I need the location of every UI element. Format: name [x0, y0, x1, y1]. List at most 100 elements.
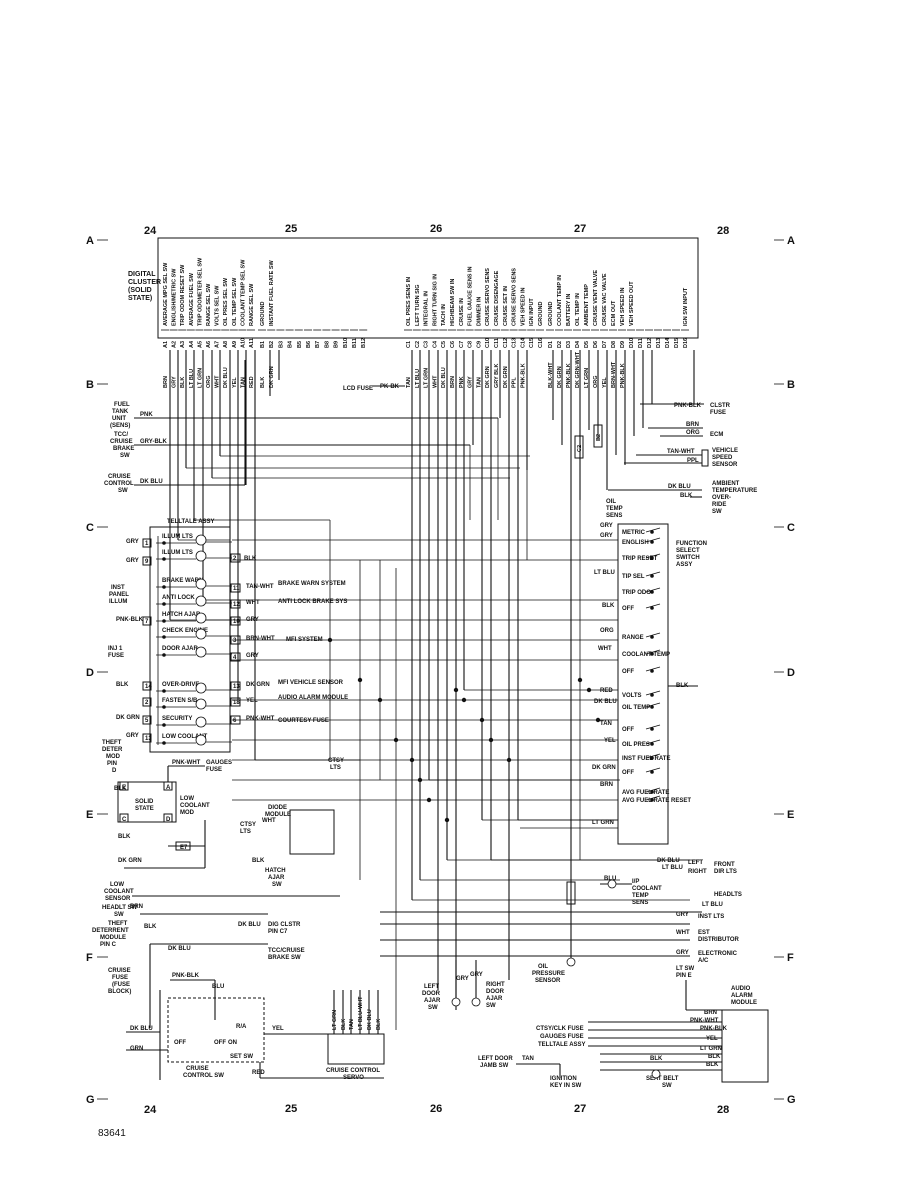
function-switch-item: OIL PRES — [622, 742, 650, 748]
telltale-wire-color: WHT — [246, 600, 260, 606]
sensor-symbol — [566, 957, 576, 967]
cluster-wire-color: DK GRN — [503, 366, 509, 388]
cluster-pin-label: D11 — [638, 338, 644, 348]
cluster-pin-label: A8 — [223, 341, 229, 348]
ss-pin-c-label: C — [122, 817, 127, 823]
telltale-bulb — [195, 682, 207, 694]
switch-contact — [650, 693, 654, 697]
grid-col-25-top: 25 — [285, 223, 297, 235]
grid-col-26-bottom: 26 — [430, 1103, 442, 1115]
eac-2: A/C — [698, 958, 709, 964]
grid-col-24-bottom: 24 — [144, 1104, 157, 1116]
lower-right-wire-color: GRY — [456, 976, 469, 982]
cruise-switch-position: OFF — [174, 1040, 186, 1046]
cluster-pin-label: D8 — [611, 341, 617, 348]
cluster-pin-label: D4 — [575, 340, 581, 348]
switch-blade — [645, 795, 661, 801]
splice-dot — [577, 677, 583, 683]
telltale-box — [149, 526, 231, 753]
function-switch-item: INST FUEL RATE — [622, 756, 670, 762]
servo-wire-color: BLK — [376, 1019, 382, 1030]
cluster-pin-function: VEH SPEED IN — [520, 287, 526, 326]
fss-title-3: SWITCH — [676, 555, 700, 561]
clstr-fuse-label-2: FUSE — [710, 410, 726, 416]
grid-row-f-left: F — [86, 952, 93, 964]
cluster-pin-label: C7 — [459, 341, 465, 348]
fuse-gauges: GAUGES FUSE — [540, 1034, 584, 1040]
cluster-pin-function: CRUISE IN — [459, 298, 465, 326]
telltale-item-label: HATCH AJAR — [162, 612, 201, 618]
cluster-pin-function: OIL TEMP IN — [575, 293, 581, 326]
cluster-wire-color: PNK — [459, 376, 465, 388]
cluster-pin-label: D5 — [584, 341, 590, 348]
e7-connector — [175, 841, 191, 851]
cluster-pin-function: COOLANT TEMP SEL SW — [240, 259, 246, 326]
oil-temp-connector — [593, 424, 603, 448]
cluster-pin-label: C5 — [441, 341, 447, 348]
clstr-fuse-label-1: CLSTR — [710, 403, 731, 409]
grid-col-24-top: 24 — [144, 225, 157, 237]
ip-coolant-4: SENS — [632, 900, 648, 906]
splice-dot — [506, 757, 512, 763]
cluster-pin-label: C6 — [450, 341, 456, 348]
cluster-pin-function: LEFT TURN SIG — [415, 284, 421, 326]
cluster-wire-color: GRY — [172, 376, 178, 388]
telltale-wire-color: BRN-WHT — [246, 636, 275, 642]
telltale-wire-color: GRY — [126, 733, 139, 739]
splice-dot — [586, 687, 592, 693]
grid-row-b-left: B — [86, 379, 94, 391]
front-dir-1: FRONT — [714, 862, 735, 868]
theft-mod-3: MODULE — [100, 935, 126, 941]
cruise-control-sw-1: CRUISE — [186, 1066, 209, 1072]
inst-illum-label-2: PANEL — [109, 592, 129, 598]
cluster-pin-label: A4 — [189, 340, 195, 348]
telltale-destination: COURTESY FUSE — [278, 718, 329, 724]
grid-row-d-left: D — [86, 667, 94, 679]
cluster-pin-label: B1 — [260, 341, 266, 348]
telltale-wire-color: PNK-BLK — [116, 617, 144, 623]
lower-left-wire-color: BLK — [114, 786, 127, 792]
cluster-pin-label: C9 — [476, 341, 482, 348]
cluster-pin-function: VOLTS SEL SW — [215, 285, 221, 326]
function-switch-wire: TAN — [600, 721, 612, 727]
cluster-pin-function: ENGLISH/METRIC SW — [172, 268, 178, 326]
telltale-right-pin — [230, 715, 241, 725]
cluster-wire-color: PNK-BLK — [520, 363, 526, 388]
cluster-wire-color: LT GRN — [584, 368, 590, 388]
cluster-wire-color: DK BLU — [441, 367, 447, 388]
cluster-pin-function: IGN SW INPUT — [683, 287, 689, 326]
telltale-item-label: ILLUM LTS — [162, 550, 193, 556]
wire-bundle — [169, 350, 700, 1030]
cluster-pin-function: BATTERY IN — [566, 294, 572, 326]
telltale-right-pin-number: 11 — [233, 586, 240, 592]
amb-label-1: AMBIENT — [712, 481, 740, 487]
function-switch-wire: DK BLU — [594, 699, 617, 705]
splice-dot — [417, 777, 423, 783]
cluster-wire-color: BLK — [260, 377, 266, 388]
fss-title-4: ASSY — [676, 562, 692, 568]
telltale-left-pin-number: 7 — [145, 619, 149, 625]
telltale-right-pin — [230, 635, 241, 645]
cluster-pin-label: D7 — [602, 341, 608, 348]
cluster-pin-function: CRUISE SET IN — [503, 286, 509, 326]
diode-module-box — [289, 809, 335, 855]
sensor-symbol — [651, 1069, 661, 1079]
telltale-left-pin — [142, 733, 152, 743]
vss-label-2: SPEED — [712, 455, 733, 461]
telltale-right-pin-number: 10 — [233, 619, 240, 625]
cluster-pin-label: D15 — [674, 338, 680, 348]
cluster-pin-function: CRUISE DISENGAGE — [494, 270, 500, 326]
function-switch-item: ENGLISH — [622, 540, 649, 546]
a1-connector — [566, 881, 576, 905]
cluster-pin-function: CRUISE VENT VALVE — [593, 270, 599, 326]
cruise-sw-label-3: SW — [118, 488, 128, 494]
function-switch-wire: GRY — [600, 523, 613, 529]
switch-blade — [645, 724, 661, 730]
c2-pin: C2 — [577, 445, 583, 452]
solid-state-label-1: SOLID — [135, 799, 154, 805]
cluster-pin-label: D16 — [683, 338, 689, 348]
lower-left-wire-color: DK BLU — [168, 946, 191, 952]
